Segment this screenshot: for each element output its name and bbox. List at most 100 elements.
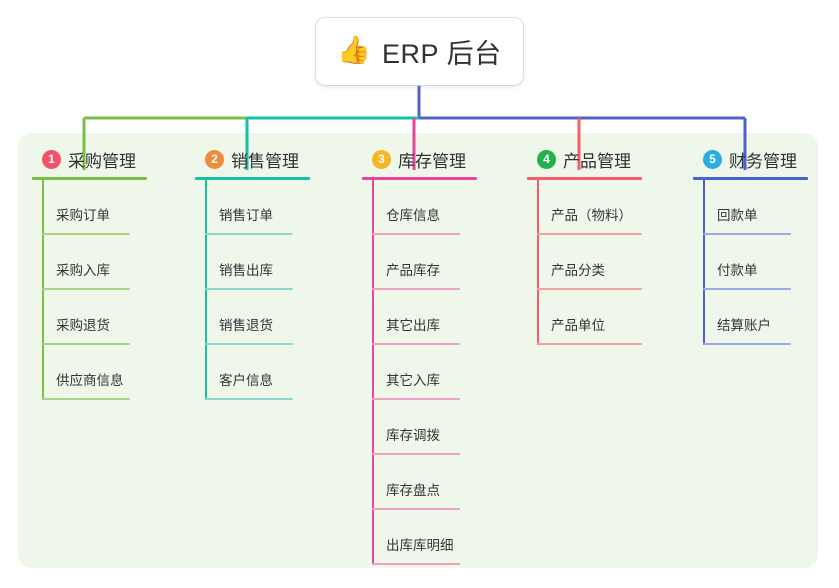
menu-item-label: 销售订单 (219, 208, 273, 223)
menu-item-label: 产品分类 (551, 263, 605, 278)
column-items: 销售订单销售出库销售退货客户信息 (195, 180, 310, 400)
column-items: 回款单付款单结算账户 (693, 180, 808, 345)
menu-item[interactable]: 销售退货 (195, 290, 310, 345)
menu-item[interactable]: 付款单 (693, 235, 808, 290)
column-items: 采购订单采购入库采购退货供应商信息 (32, 180, 147, 400)
column-header-rule (362, 177, 477, 180)
menu-item-label: 库存盘点 (386, 483, 440, 498)
menu-item-label: 仓库信息 (386, 208, 440, 223)
menu-item-rule (703, 343, 791, 345)
menu-item-label: 采购订单 (56, 208, 110, 223)
column-header-1[interactable]: 1 采购管理 (32, 146, 147, 172)
menu-item-rule (42, 233, 130, 235)
root-title: ERP 后台 (382, 39, 502, 69)
column-title: 采购管理 (68, 151, 136, 171)
column-title: 财务管理 (729, 151, 797, 171)
menu-item-rule (205, 343, 293, 345)
column-trunk (42, 180, 44, 400)
column-header-rule (693, 177, 808, 180)
column-header-5[interactable]: 5 财务管理 (693, 146, 808, 172)
column-badge: 3 (372, 149, 391, 169)
column-items: 仓库信息产品库存其它出库其它入库库存调拨库存盘点出库库明细 (362, 180, 477, 565)
menu-item-rule (205, 233, 293, 235)
menu-item[interactable]: 结算账户 (693, 290, 808, 345)
column-header-3[interactable]: 3 库存管理 (362, 146, 477, 172)
menu-item-rule (42, 343, 130, 345)
menu-item[interactable]: 仓库信息 (362, 180, 477, 235)
menu-item-label: 销售出库 (219, 263, 273, 278)
menu-item[interactable]: 产品库存 (362, 235, 477, 290)
menu-item-label: 客户信息 (219, 373, 273, 388)
column-header-rule (32, 177, 147, 180)
column-1: 1 采购管理采购订单采购入库采购退货供应商信息 (32, 146, 147, 400)
menu-item-label: 产品库存 (386, 263, 440, 278)
menu-item[interactable]: 供应商信息 (32, 345, 147, 400)
column-badge: 5 (703, 149, 722, 169)
menu-item[interactable]: 销售订单 (195, 180, 310, 235)
column-items: 产品（物料） 产品分类产品单位 (527, 180, 642, 345)
menu-item-rule (537, 233, 642, 235)
column-trunk (537, 180, 539, 345)
column-header-rule (195, 177, 310, 180)
menu-item-rule (372, 343, 460, 345)
content-panel (18, 133, 818, 568)
menu-item-rule (537, 343, 642, 345)
menu-item-label: 回款单 (717, 208, 758, 223)
column-trunk (372, 180, 374, 565)
column-trunk (205, 180, 207, 400)
column-title: 库存管理 (398, 151, 466, 171)
menu-item-rule (372, 453, 460, 455)
menu-item-label: 产品（物料） (551, 208, 632, 223)
menu-item-label: 付款单 (717, 263, 758, 278)
menu-item[interactable]: 出库库明细 (362, 510, 477, 565)
menu-item-label: 结算账户 (717, 318, 771, 333)
menu-item[interactable]: 产品（物料） (527, 180, 642, 235)
menu-item-rule (205, 288, 293, 290)
column-4: 4 产品管理产品（物料） 产品分类产品单位 (527, 146, 642, 345)
menu-item[interactable]: 采购退货 (32, 290, 147, 345)
menu-item-rule (703, 233, 791, 235)
menu-item[interactable]: 其它入库 (362, 345, 477, 400)
menu-item-rule (42, 288, 130, 290)
menu-item-rule (372, 398, 460, 400)
column-3: 3 库存管理仓库信息产品库存其它出库其它入库库存调拨库存盘点出库库明细 (362, 146, 477, 565)
column-header-rule (527, 177, 642, 180)
menu-item-rule (42, 398, 130, 400)
menu-item[interactable]: 采购入库 (32, 235, 147, 290)
root-node[interactable]: 👍 ERP 后台 (316, 18, 523, 85)
column-5: 5 财务管理回款单付款单结算账户 (693, 146, 808, 345)
column-header-4[interactable]: 4 产品管理 (527, 146, 642, 172)
menu-item-rule (537, 288, 642, 290)
menu-item-label: 其它入库 (386, 373, 440, 388)
menu-item-rule (703, 288, 791, 290)
menu-item-label: 采购退货 (56, 318, 110, 333)
menu-item-rule (372, 563, 460, 565)
menu-item-rule (372, 288, 460, 290)
column-title: 销售管理 (231, 151, 299, 171)
menu-item[interactable]: 产品单位 (527, 290, 642, 345)
menu-item[interactable]: 库存调拨 (362, 400, 477, 455)
thumbs-up-icon: 👍 (337, 35, 372, 65)
menu-item-label: 库存调拨 (386, 428, 440, 443)
menu-item-label: 出库库明细 (386, 538, 454, 553)
column-header-2[interactable]: 2 销售管理 (195, 146, 310, 172)
column-badge: 2 (205, 149, 224, 169)
column-title: 产品管理 (563, 151, 631, 171)
menu-item[interactable]: 库存盘点 (362, 455, 477, 510)
menu-item[interactable]: 回款单 (693, 180, 808, 235)
menu-item[interactable]: 产品分类 (527, 235, 642, 290)
menu-item-label: 采购入库 (56, 263, 110, 278)
column-badge: 1 (42, 149, 61, 169)
column-trunk (703, 180, 705, 345)
menu-item[interactable]: 采购订单 (32, 180, 147, 235)
menu-item-label: 供应商信息 (56, 373, 124, 388)
menu-item[interactable]: 其它出库 (362, 290, 477, 345)
menu-item-label: 产品单位 (551, 318, 605, 333)
menu-item-label: 销售退货 (219, 318, 273, 333)
menu-item[interactable]: 销售出库 (195, 235, 310, 290)
menu-item[interactable]: 客户信息 (195, 345, 310, 400)
menu-item-label: 其它出库 (386, 318, 440, 333)
column-badge: 4 (537, 149, 556, 169)
menu-item-rule (372, 233, 460, 235)
